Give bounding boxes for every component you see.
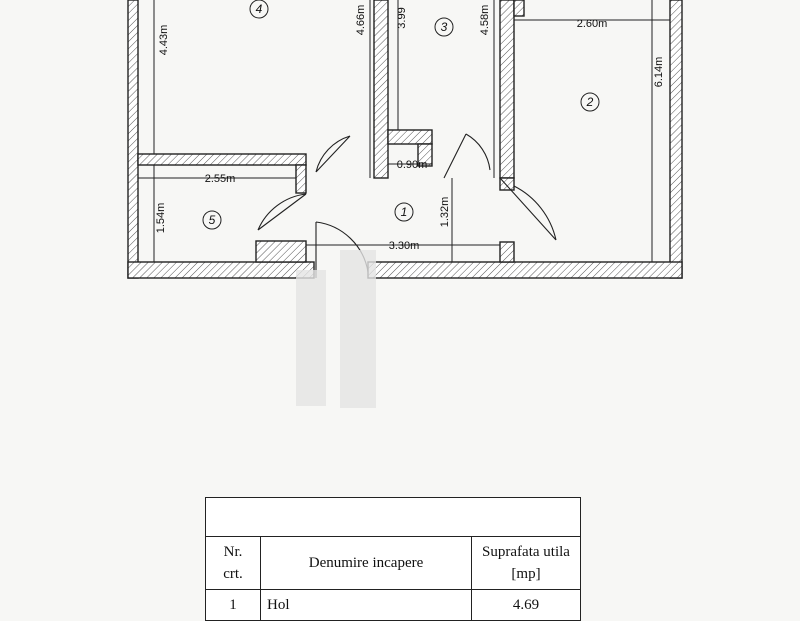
wall-bottom-left [127,261,315,279]
wall-hall-right [499,241,515,263]
table-blank-row [205,497,581,537]
table-blank-cell [205,497,581,537]
dim-label-090: 0.90m [397,159,428,171]
row-name: Hol [260,589,472,621]
room-2-number: 2 [586,95,594,109]
header-area: Suprafata utila [mp] [471,536,581,590]
floor-plan: 4.43m 4.66m 3.99 4.58m 2.60m 6.14m 0.90m… [127,0,683,279]
header-nr: Nr. crt. [205,536,261,590]
wall-room2-top-jamb [513,0,525,17]
dim-label-132: 1.32m [439,197,451,228]
header-name: Denumire incapere [260,536,472,590]
dim-label-399: 3.99 [396,7,408,28]
door-room3 [443,133,491,179]
room-1-circle [394,202,414,222]
dim-label-255: 2.55m [205,173,236,185]
wall-room3-bottom [387,129,433,145]
room-markers: 4 3 2 1 5 [202,0,600,230]
wall-room3-jamb [417,143,433,167]
room-4-circle [249,0,269,19]
wall-room5-jamb [295,164,307,194]
door-room2 [499,177,557,241]
dim-label-458: 4.58m [479,5,491,36]
dimension-lines [138,0,670,262]
room-1-number: 1 [401,205,408,219]
dim-label-260: 2.60m [577,18,608,30]
dim-label-330: 3.30m [389,240,420,252]
wall-bottom-right [367,261,683,279]
wall-room5-stub [255,240,307,263]
walls [127,0,683,279]
wall-room3-room2 [499,0,515,179]
wall-left [127,0,139,279]
table-row: 1 Hol 4.69 [205,589,581,621]
wall-room4-room3 [373,0,389,179]
room-5-circle [202,210,222,230]
table-header-row: Nr. crt. Denumire incapere Suprafata uti… [205,536,581,590]
room-5-number: 5 [209,213,216,227]
row-nr: 1 [205,589,261,621]
door-room5 [257,193,307,231]
row-area: 4.69 [471,589,581,621]
door-room4 [315,135,351,173]
wall-right [669,0,683,279]
dim-label-443: 4.43m [158,25,170,56]
wall-room4-room5 [137,153,307,166]
dim-label-466: 4.66m [355,5,367,36]
wall-room2-bottom [499,177,515,191]
room-2-circle [580,92,600,112]
dimension-labels: 4.43m 4.66m 3.99 4.58m 2.60m 6.14m 0.90m… [155,5,665,252]
dim-label-614: 6.14m [653,57,665,88]
watermark-bar-right [340,250,376,408]
room-4-number: 4 [256,2,263,16]
room-3-circle [434,17,454,37]
dim-label-154: 1.54m [155,203,167,234]
watermark-bar-left [296,270,326,406]
room-area-table: Nr. crt. Denumire incapere Suprafata uti… [205,497,581,621]
room-3-number: 3 [441,20,448,34]
